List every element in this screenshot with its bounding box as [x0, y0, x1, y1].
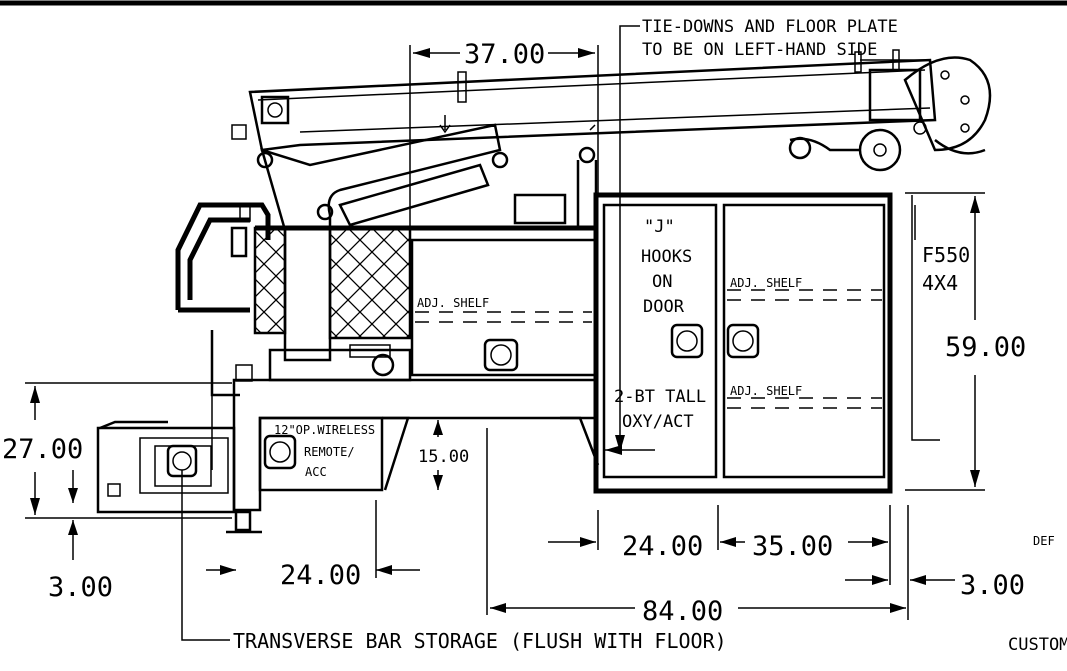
crosshatch-panel-left — [253, 226, 287, 335]
note-tie-downs-line2: TO BE ON LEFT-HAND SIDE — [642, 40, 877, 60]
note-j-hooks-3: ON — [652, 272, 672, 292]
cab-rack — [175, 202, 271, 313]
note-tall-2: OXY/ACT — [622, 412, 694, 432]
dim-37: 37.00 — [464, 39, 545, 70]
dim-15: 15.00 — [418, 447, 469, 467]
note-wireless-3: ACC — [305, 465, 327, 479]
dimension-arrowheads — [30, 48, 980, 613]
note-custom: CUSTOM — [1008, 635, 1067, 655]
dim-59: 59.00 — [945, 332, 1026, 363]
dim-84: 84.00 — [642, 596, 723, 627]
dim-3-left: 3.00 — [48, 572, 113, 603]
note-wireless-2: REMOTE/ — [304, 445, 355, 459]
dim-27: 27.00 — [2, 434, 83, 465]
latch-handle-high-right — [726, 323, 760, 359]
note-j-hooks-1: "J" — [644, 217, 675, 237]
crosshatch-panel-center — [328, 226, 412, 340]
note-tie-downs-line1: TIE-DOWNS AND FLOOR PLATE — [642, 17, 898, 37]
dim-35: 35.00 — [752, 531, 833, 562]
service-body — [96, 192, 940, 534]
note-def: DEF — [1033, 534, 1055, 548]
latch-handle-high-left — [670, 323, 704, 359]
latch-handle-low — [483, 338, 519, 372]
dim-3-right: 3.00 — [960, 570, 1025, 601]
note-adj-shelf-3: ADJ. SHELF — [730, 384, 802, 398]
note-j-hooks-4: DOOR — [643, 297, 685, 317]
dim-24-right: 24.00 — [622, 531, 703, 562]
note-transverse-bar-storage: TRANSVERSE BAR STORAGE (FLUSH WITH FLOOR… — [233, 629, 727, 653]
note-j-hooks-2: HOOKS — [641, 247, 692, 267]
crane-boom — [248, 49, 992, 172]
note-tall-1: 2-BT TALL — [614, 387, 706, 407]
note-truck-drive: 4X4 — [922, 271, 958, 295]
note-wireless-1: 12"OP.WIRELESS — [274, 423, 375, 437]
note-truck-model: F550 — [922, 243, 970, 267]
note-adj-shelf-1: ADJ. SHELF — [417, 296, 489, 310]
note-adj-shelf-2: ADJ. SHELF — [730, 276, 802, 290]
latch-handle-wireless — [263, 434, 297, 470]
dimension-lines — [25, 25, 985, 641]
dim-24-left: 24.00 — [280, 560, 361, 591]
